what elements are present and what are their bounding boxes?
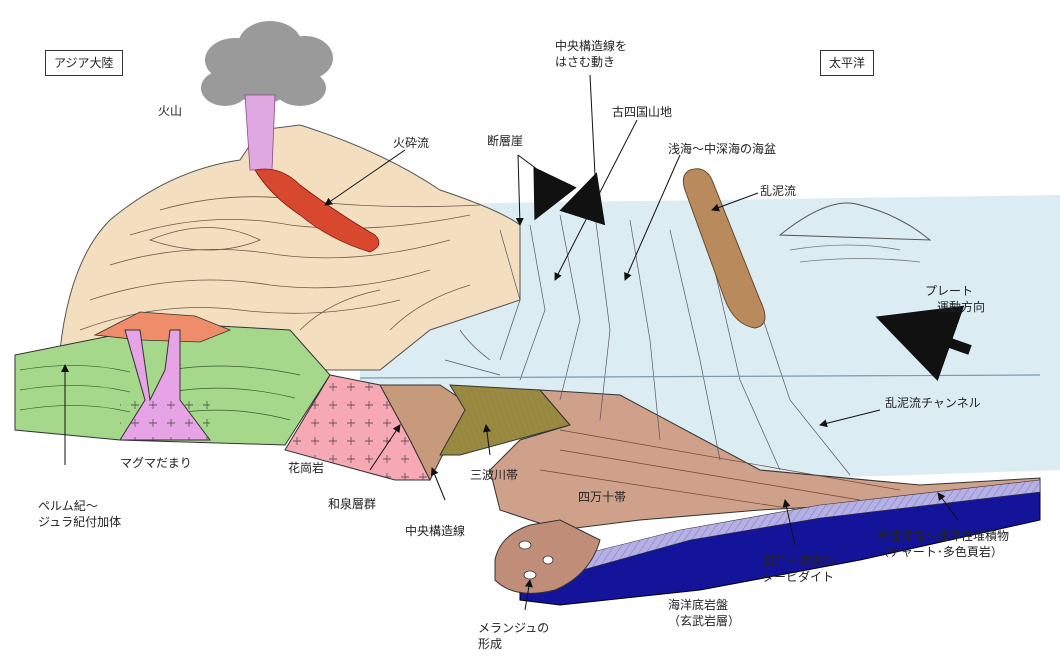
label-pelagic-sediments-line1: 半遠洋性～遠洋性堆積物 (877, 528, 1009, 544)
asia-continent-box: アジア大陸 (45, 50, 123, 76)
label-shimanto-belt: 四万十帯 (578, 489, 626, 505)
label-plate-motion-line1: プレート (925, 283, 985, 299)
label-plate-motion-line2: 運動方向 (925, 299, 985, 315)
label-melange-formation-line2: 形成 (478, 636, 549, 652)
label-magma-chamber: マグマだまり (120, 455, 192, 471)
label-pyroclastic-flow: 火砕流 (393, 135, 429, 151)
label-pelagic-sediments-line2: （チャート･多色頁岩） (877, 544, 1009, 560)
label-granite: 花崗岩 (288, 460, 324, 476)
label-plate-motion: プレート 運動方向 (925, 283, 985, 315)
label-oceanic-crust-line2: （玄武岩層） (668, 613, 740, 629)
label-permian-accretion-line2: ジュラ紀付加体 (38, 514, 121, 530)
fault-motion-arrow-up (588, 178, 595, 200)
label-fault-scarp: 断層崖 (487, 133, 523, 149)
label-mudflow: 乱泥流 (760, 183, 796, 199)
eruption-column (245, 95, 275, 170)
label-mtl-movement-line2: はさむ動き (555, 54, 627, 70)
label-pelagic-sediments: 半遠洋性～遠洋性堆積物 （チャート･多色頁岩） (877, 528, 1009, 560)
label-volcano: 火山 (158, 103, 182, 119)
pacific-ocean-box: 太平洋 (820, 50, 874, 76)
ash-cloud (201, 21, 333, 106)
label-permian-accretion: ペルム紀～ ジュラ紀付加体 (38, 498, 121, 530)
label-izumi-group: 和泉層群 (328, 496, 376, 512)
label-median-tectonic-line: 中央構造線 (405, 523, 465, 539)
label-turbidity-channel: 乱泥流チャンネル (885, 395, 981, 411)
label-melange-formation: メランジュの 形成 (478, 620, 549, 652)
label-paleo-shikoku: 古四国山地 (612, 104, 672, 120)
label-mtl-movement: 中央構造線を はさむ動き (555, 38, 627, 70)
label-trench-turbidite-line1: 四万十海溝の (762, 553, 834, 569)
label-oceanic-crust: 海洋底岩盤 （玄武岩層） (668, 597, 740, 629)
label-trench-turbidite: 四万十海溝の タービダイト (762, 553, 834, 585)
label-trench-turbidite-line2: タービダイト (762, 569, 834, 585)
label-sanbagawa-belt: 三波川帯 (470, 467, 518, 483)
label-shallow-basin: 浅海～中深海の海盆 (668, 141, 776, 157)
label-melange-formation-line1: メランジュの (478, 620, 549, 636)
label-oceanic-crust-line1: 海洋底岩盤 (668, 597, 740, 613)
label-mtl-movement-line1: 中央構造線を (555, 38, 627, 54)
label-permian-accretion-line1: ペルム紀～ (38, 498, 121, 514)
